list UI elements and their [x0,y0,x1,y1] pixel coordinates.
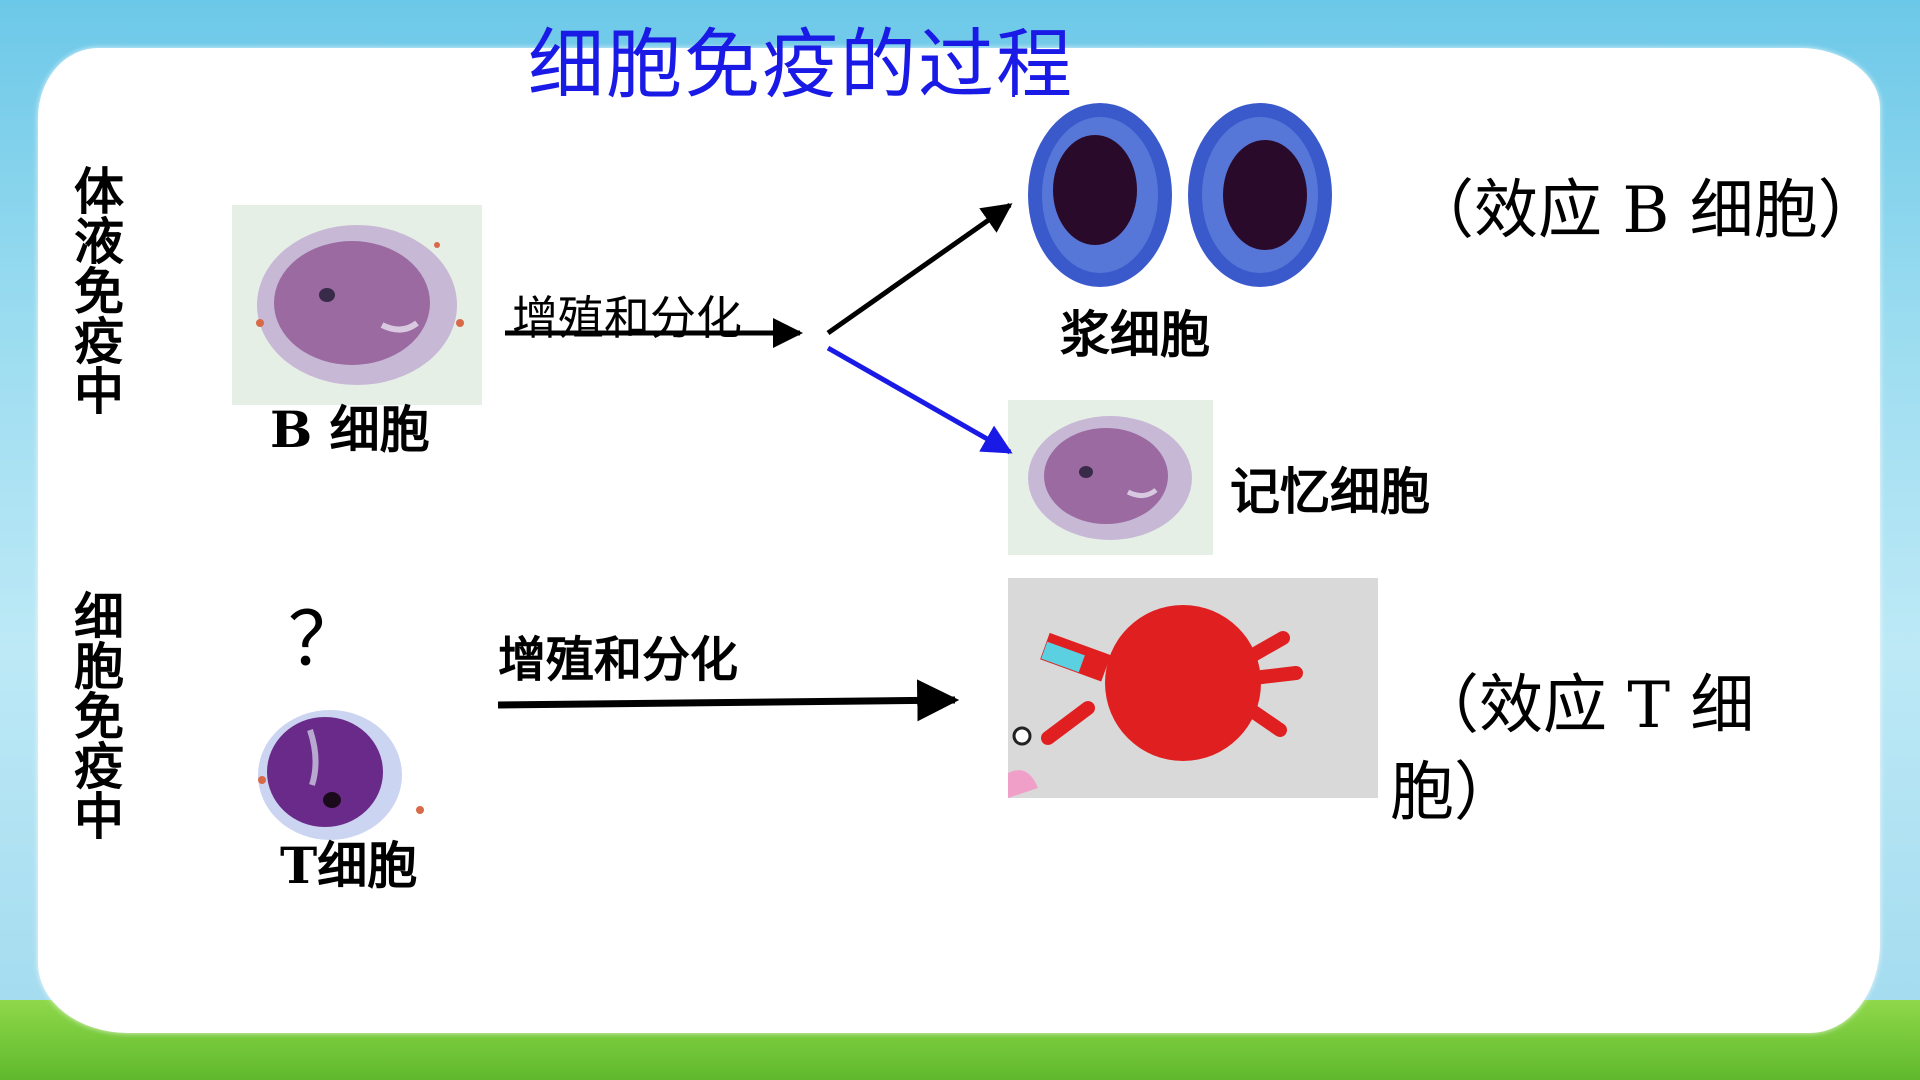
t-cell-label: T细胞 [280,836,418,895]
memory-cell-label: 记忆细胞 [1230,462,1430,521]
b-cell-image [232,205,482,405]
side-label-cellular: 细胞免疫中 [66,590,124,840]
effector-t-cell-image [1008,578,1378,798]
effector-t-label-line2: 胞） [1390,756,1518,830]
side-label-humoral: 体液免疫中 [66,165,124,415]
b-cell-label: B 细胞 [270,400,430,459]
cellular-process-label: 增殖和分化 [498,632,739,688]
humoral-process-label: 增殖和分化 [512,291,742,345]
effector-t-label-line1: （效应 T 细 [1415,669,1755,743]
question-mark: ？ [288,597,362,683]
effector-b-label: （效应 B 细胞） [1410,174,1882,248]
plasma-cell-label: 浆细胞 [1060,305,1210,364]
page-title: 细胞免疫的过程 [528,20,1074,109]
plasma-cell-image [1015,95,1345,295]
t-cell-image [250,700,435,845]
memory-cell-image [1008,400,1213,555]
